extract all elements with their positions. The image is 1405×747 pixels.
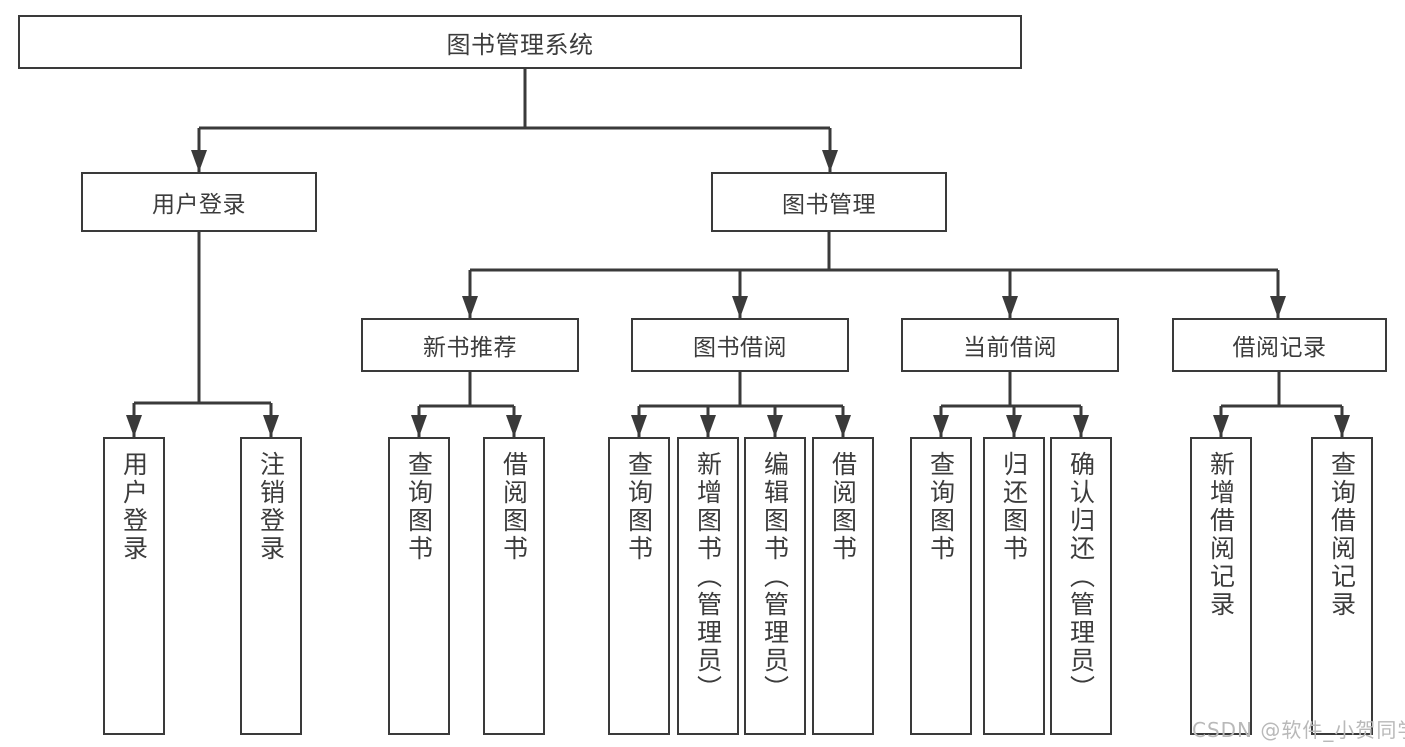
node-borrow-record[interactable]: 借阅记录	[1172, 318, 1387, 372]
arrowhead	[1213, 415, 1229, 437]
node-label: 查询图书	[404, 451, 434, 563]
node-book-borrow[interactable]: 图书借阅	[631, 318, 849, 372]
node-label: 图书借阅	[693, 335, 787, 361]
node-label: 编辑图书（管理员）	[760, 451, 790, 703]
node-leaf-query-book-1[interactable]: 查询图书	[388, 437, 450, 735]
arrowhead	[1270, 296, 1286, 318]
node-label: 查询借阅记录	[1327, 451, 1357, 619]
node-root[interactable]: 图书管理系统	[18, 15, 1022, 69]
arrowhead	[191, 150, 207, 172]
node-leaf-return-book[interactable]: 归还图书	[983, 437, 1045, 735]
watermark-label: CSDN @软件_小贺同学	[1192, 718, 1405, 742]
node-label: 查询图书	[624, 451, 654, 563]
arrowhead	[462, 296, 478, 318]
node-label: 借阅图书	[828, 451, 858, 563]
node-leaf-borrow-book-1[interactable]: 借阅图书	[483, 437, 545, 735]
node-label: 归还图书	[999, 451, 1029, 563]
arrowhead	[1002, 296, 1018, 318]
arrowhead	[631, 415, 647, 437]
arrowhead	[822, 150, 838, 172]
arrowhead	[933, 415, 949, 437]
node-leaf-borrow-book-2[interactable]: 借阅图书	[812, 437, 874, 735]
node-label: 新增图书（管理员）	[693, 451, 723, 703]
node-leaf-query-book-2[interactable]: 查询图书	[608, 437, 670, 735]
node-current-borrow[interactable]: 当前借阅	[901, 318, 1119, 372]
node-user-login[interactable]: 用户登录	[81, 172, 317, 232]
node-leaf-confirm-return[interactable]: 确认归还（管理员）	[1050, 437, 1112, 735]
arrowhead	[1334, 415, 1350, 437]
node-label: 当前借阅	[963, 335, 1057, 361]
arrowhead	[732, 296, 748, 318]
node-label: 确认归还（管理员）	[1066, 451, 1096, 703]
arrowhead	[700, 415, 716, 437]
arrowhead	[263, 415, 279, 437]
arrowhead	[1073, 415, 1089, 437]
arrowhead	[506, 415, 522, 437]
node-label: 用户登录	[152, 192, 246, 218]
node-label: 查询图书	[926, 451, 956, 563]
node-label: 借阅图书	[499, 451, 529, 563]
node-leaf-query-record[interactable]: 查询借阅记录	[1311, 437, 1373, 735]
node-label: 新书推荐	[423, 335, 517, 361]
node-label: 图书管理	[782, 192, 876, 218]
node-label: 借阅记录	[1232, 335, 1327, 361]
node-leaf-add-record[interactable]: 新增借阅记录	[1190, 437, 1252, 735]
node-label: 图书管理系统	[446, 30, 594, 59]
node-new-book-rec[interactable]: 新书推荐	[361, 318, 579, 372]
node-leaf-query-book-3[interactable]: 查询图书	[910, 437, 972, 735]
node-leaf-edit-book[interactable]: 编辑图书（管理员）	[744, 437, 806, 735]
node-book-manage[interactable]: 图书管理	[711, 172, 947, 232]
node-leaf-add-book[interactable]: 新增图书（管理员）	[677, 437, 739, 735]
arrowhead	[411, 415, 427, 437]
node-leaf-logout[interactable]: 注销登录	[240, 437, 302, 735]
arrowhead	[1006, 415, 1022, 437]
arrowhead	[126, 415, 142, 437]
arrowhead	[767, 415, 783, 437]
node-label: 注销登录	[256, 451, 286, 563]
arrowhead	[835, 415, 851, 437]
node-leaf-user-login[interactable]: 用户登录	[103, 437, 165, 735]
node-label: 新增借阅记录	[1206, 451, 1236, 619]
node-label: 用户登录	[119, 451, 149, 563]
